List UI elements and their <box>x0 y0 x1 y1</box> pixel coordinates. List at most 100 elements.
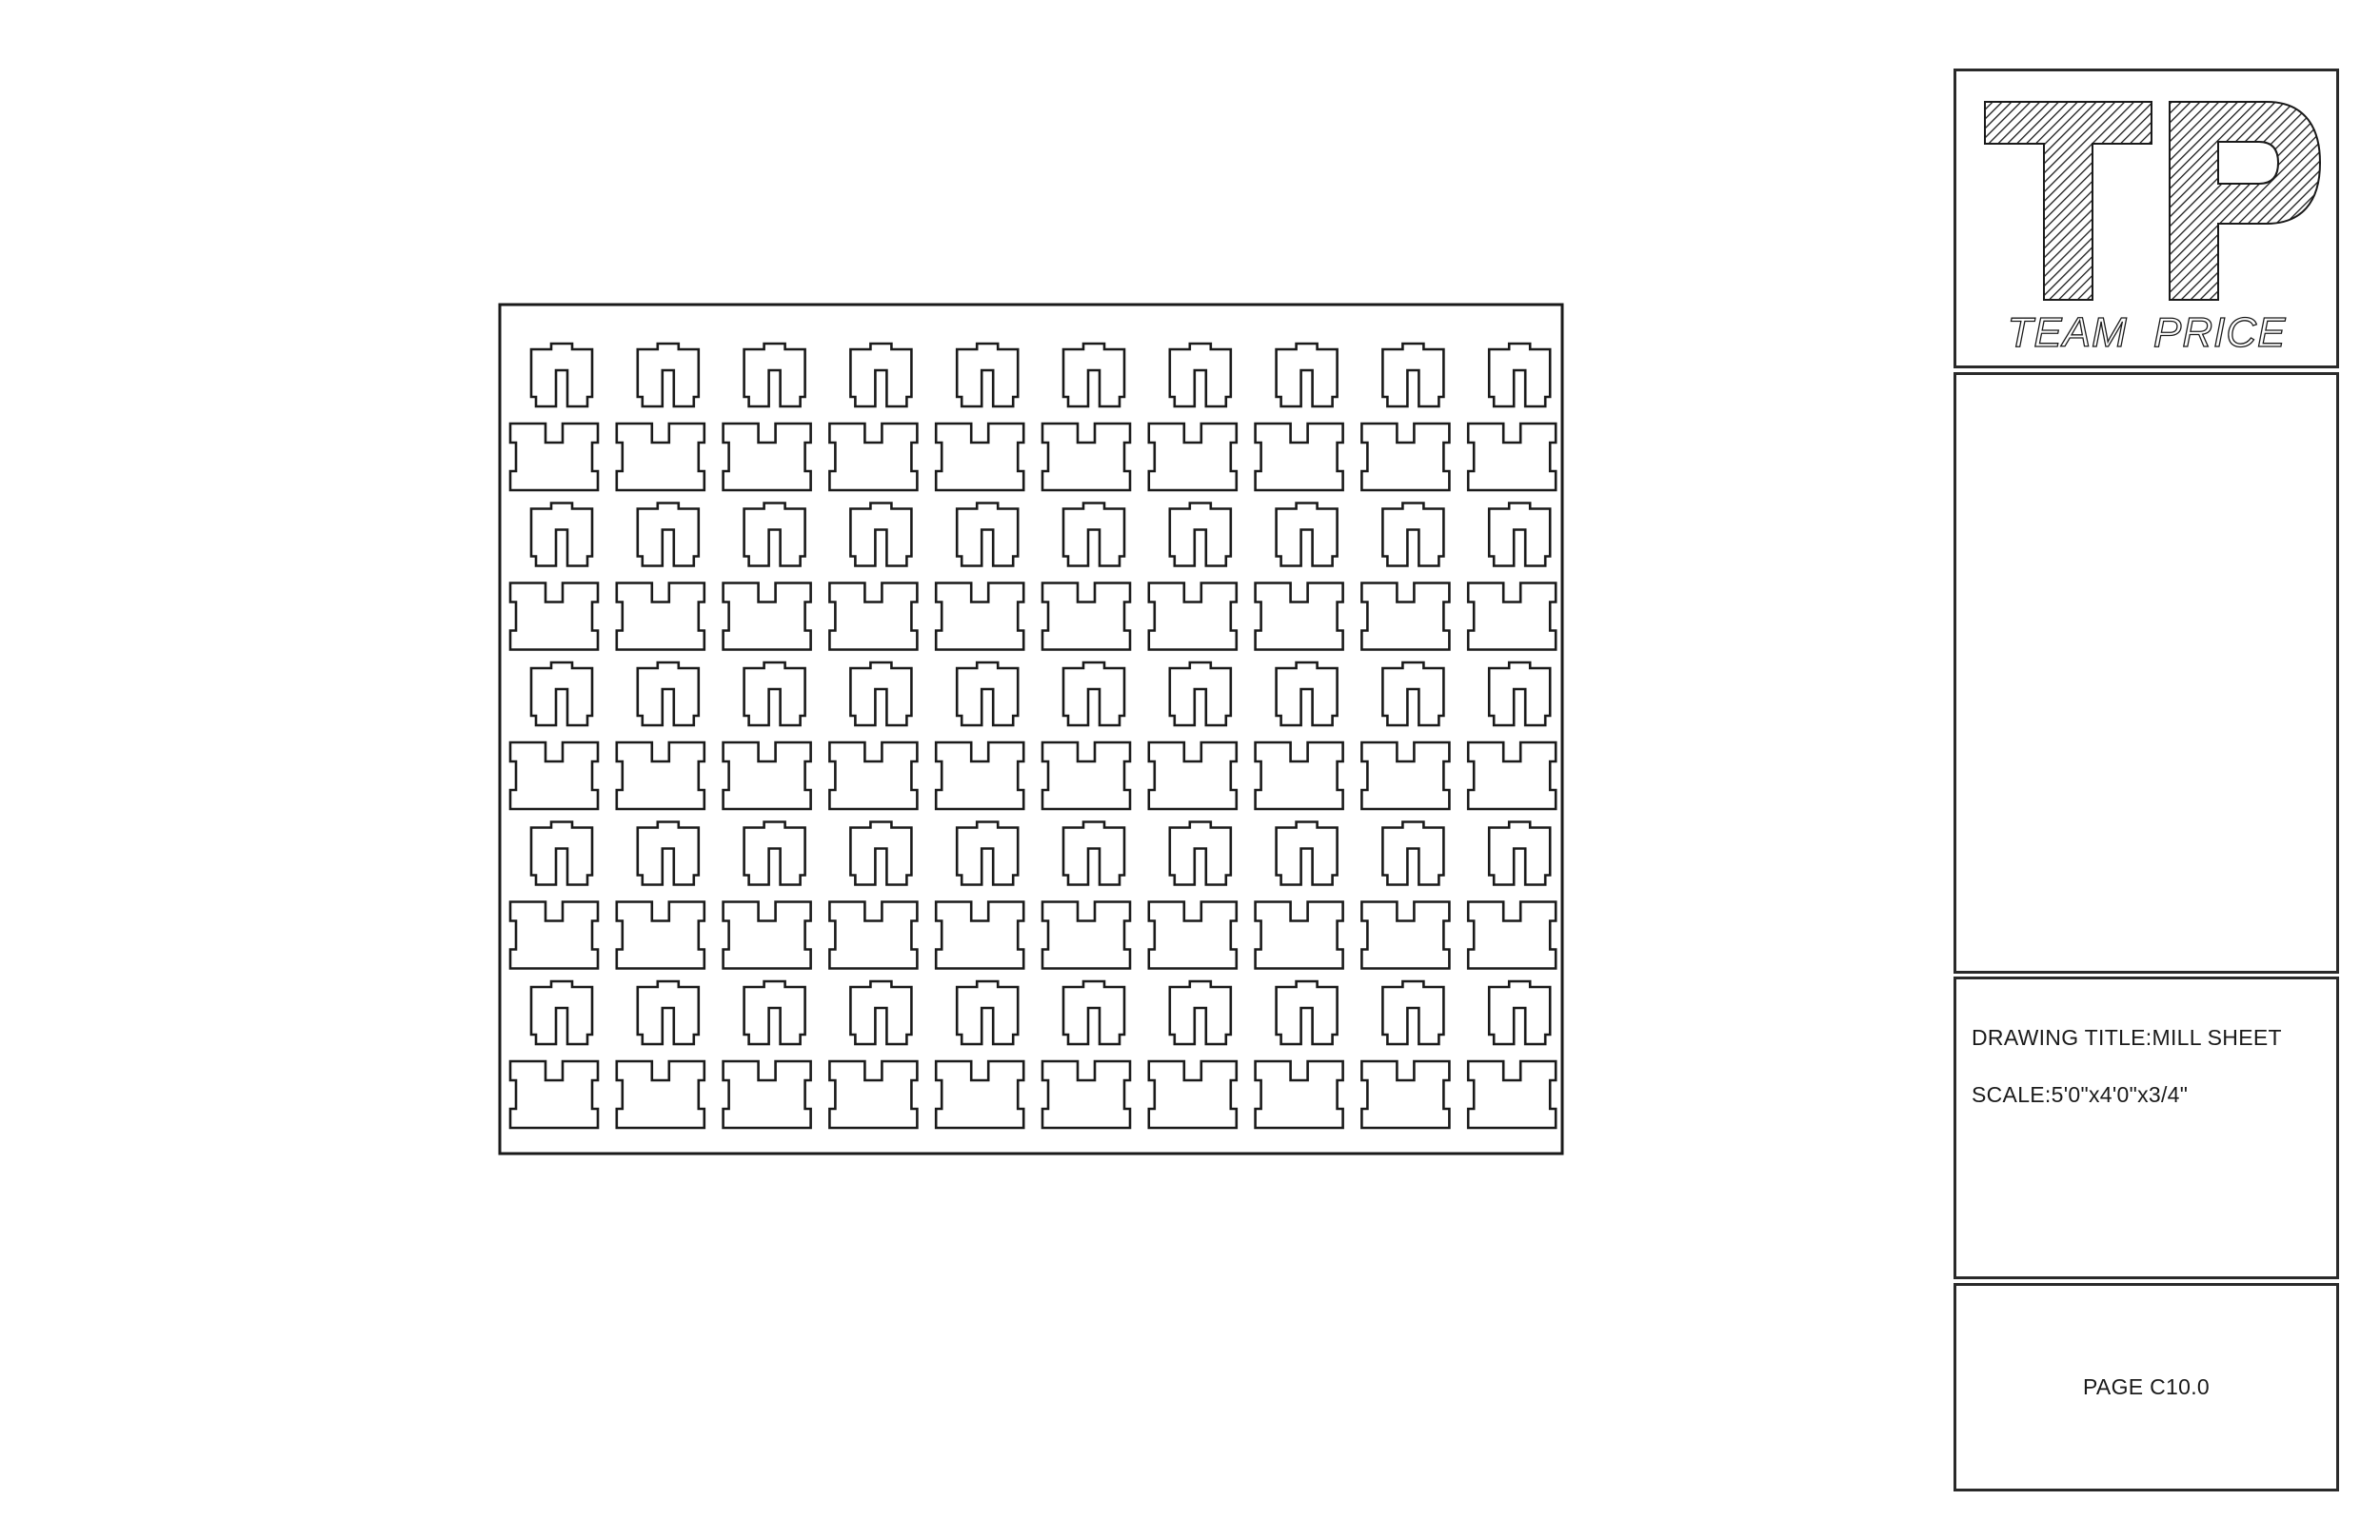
lower-slotted-piece <box>615 422 706 492</box>
upper-notched-piece <box>955 661 1020 727</box>
lower-slotted-piece <box>934 582 1025 651</box>
lower-slotted-piece <box>722 1059 812 1130</box>
lower-slotted-piece <box>1041 740 1132 811</box>
lower-slotted-piece <box>1254 422 1344 492</box>
lower-slotted-piece <box>1360 740 1451 811</box>
lower-slotted-piece <box>722 740 812 811</box>
lower-slotted-piece <box>1360 582 1451 651</box>
upper-notched-piece <box>1381 342 1445 408</box>
upper-notched-piece <box>849 342 913 408</box>
title-block-info-panel: DRAWING TITLE:MILL SHEET SCALE:5'0"x4'0"… <box>1954 977 2339 1279</box>
upper-notched-piece <box>1487 342 1552 408</box>
upper-notched-piece <box>1275 342 1339 408</box>
lower-slotted-piece <box>1466 900 1557 970</box>
logo-company-name: TEAM PRICE <box>2008 309 2287 356</box>
pieces-grid <box>508 342 1557 1130</box>
lower-slotted-piece <box>615 740 706 811</box>
upper-notched-piece <box>1381 820 1445 886</box>
upper-notched-piece <box>529 979 594 1046</box>
upper-notched-piece <box>955 342 1020 408</box>
lower-slotted-piece <box>615 1059 706 1130</box>
title-block-notes-panel <box>1954 372 2339 974</box>
lower-slotted-piece <box>508 422 600 492</box>
upper-notched-piece <box>1275 820 1339 886</box>
upper-notched-piece <box>636 979 701 1046</box>
lower-slotted-piece <box>934 1059 1025 1130</box>
upper-notched-piece <box>1061 502 1126 567</box>
team-price-logo: TEAM PRICE <box>1984 101 2322 357</box>
upper-notched-piece <box>636 342 701 408</box>
upper-notched-piece <box>1168 979 1233 1046</box>
lower-slotted-piece <box>1466 582 1557 651</box>
drawing-title: DRAWING TITLE:MILL SHEET <box>1972 1025 2282 1050</box>
upper-notched-piece <box>743 502 806 567</box>
upper-notched-piece <box>1381 502 1445 567</box>
upper-notched-piece <box>529 502 594 567</box>
upper-notched-piece <box>1487 979 1552 1046</box>
lower-slotted-piece <box>1041 422 1132 492</box>
upper-notched-piece <box>1168 661 1233 727</box>
upper-notched-piece <box>636 502 701 567</box>
upper-notched-piece <box>743 661 806 727</box>
lower-slotted-piece <box>1147 1059 1239 1130</box>
upper-notched-piece <box>636 661 701 727</box>
upper-notched-piece <box>1168 820 1233 886</box>
lower-slotted-piece <box>1466 1059 1557 1130</box>
sheet-outline <box>498 303 1564 1155</box>
lower-slotted-piece <box>1254 582 1344 651</box>
upper-notched-piece <box>1061 979 1126 1046</box>
upper-notched-piece <box>1487 820 1552 886</box>
lower-slotted-piece <box>1254 900 1344 970</box>
upper-notched-piece <box>849 820 913 886</box>
upper-notched-piece <box>529 820 594 886</box>
lower-slotted-piece <box>934 900 1025 970</box>
upper-notched-piece <box>1487 502 1552 567</box>
upper-notched-piece <box>849 502 913 567</box>
lower-slotted-piece <box>1360 422 1451 492</box>
upper-notched-piece <box>1061 661 1126 727</box>
upper-notched-piece <box>743 979 806 1046</box>
title-block-page-panel: PAGE C10.0 <box>1954 1283 2339 1491</box>
lower-slotted-piece <box>508 1059 600 1130</box>
upper-notched-piece <box>955 502 1020 567</box>
lower-slotted-piece <box>1254 740 1344 811</box>
lower-slotted-piece <box>934 422 1025 492</box>
lower-slotted-piece <box>1360 900 1451 970</box>
upper-notched-piece <box>955 979 1020 1046</box>
logo-letter-p <box>2169 101 2322 301</box>
drawing-scale: SCALE:5'0"x4'0"x3/4" <box>1972 1082 2189 1107</box>
lower-slotted-piece <box>615 900 706 970</box>
lower-slotted-piece <box>828 422 919 492</box>
lower-slotted-piece <box>1041 582 1132 651</box>
lower-slotted-piece <box>615 582 706 651</box>
lower-slotted-piece <box>1147 740 1239 811</box>
lower-slotted-piece <box>508 582 600 651</box>
lower-slotted-piece <box>508 900 600 970</box>
upper-notched-piece <box>1275 661 1339 727</box>
lower-slotted-piece <box>1041 900 1132 970</box>
upper-notched-piece <box>1061 342 1126 408</box>
lower-slotted-piece <box>722 422 812 492</box>
lower-slotted-piece <box>828 582 919 651</box>
lower-slotted-piece <box>828 900 919 970</box>
upper-notched-piece <box>529 661 594 727</box>
lower-slotted-piece <box>1466 740 1557 811</box>
upper-notched-piece <box>1381 661 1445 727</box>
logo-letter-t <box>1984 101 2152 301</box>
upper-notched-piece <box>529 342 594 408</box>
lower-slotted-piece <box>1466 422 1557 492</box>
lower-slotted-piece <box>828 1059 919 1130</box>
upper-notched-piece <box>1381 979 1445 1046</box>
upper-notched-piece <box>1275 502 1339 567</box>
upper-notched-piece <box>743 820 806 886</box>
upper-notched-piece <box>1061 820 1126 886</box>
lower-slotted-piece <box>828 740 919 811</box>
title-block-logo-panel: TEAM PRICE <box>1954 69 2339 368</box>
lower-slotted-piece <box>1360 1059 1451 1130</box>
upper-notched-piece <box>849 979 913 1046</box>
lower-slotted-piece <box>1147 582 1239 651</box>
lower-slotted-piece <box>508 740 600 811</box>
lower-slotted-piece <box>934 740 1025 811</box>
